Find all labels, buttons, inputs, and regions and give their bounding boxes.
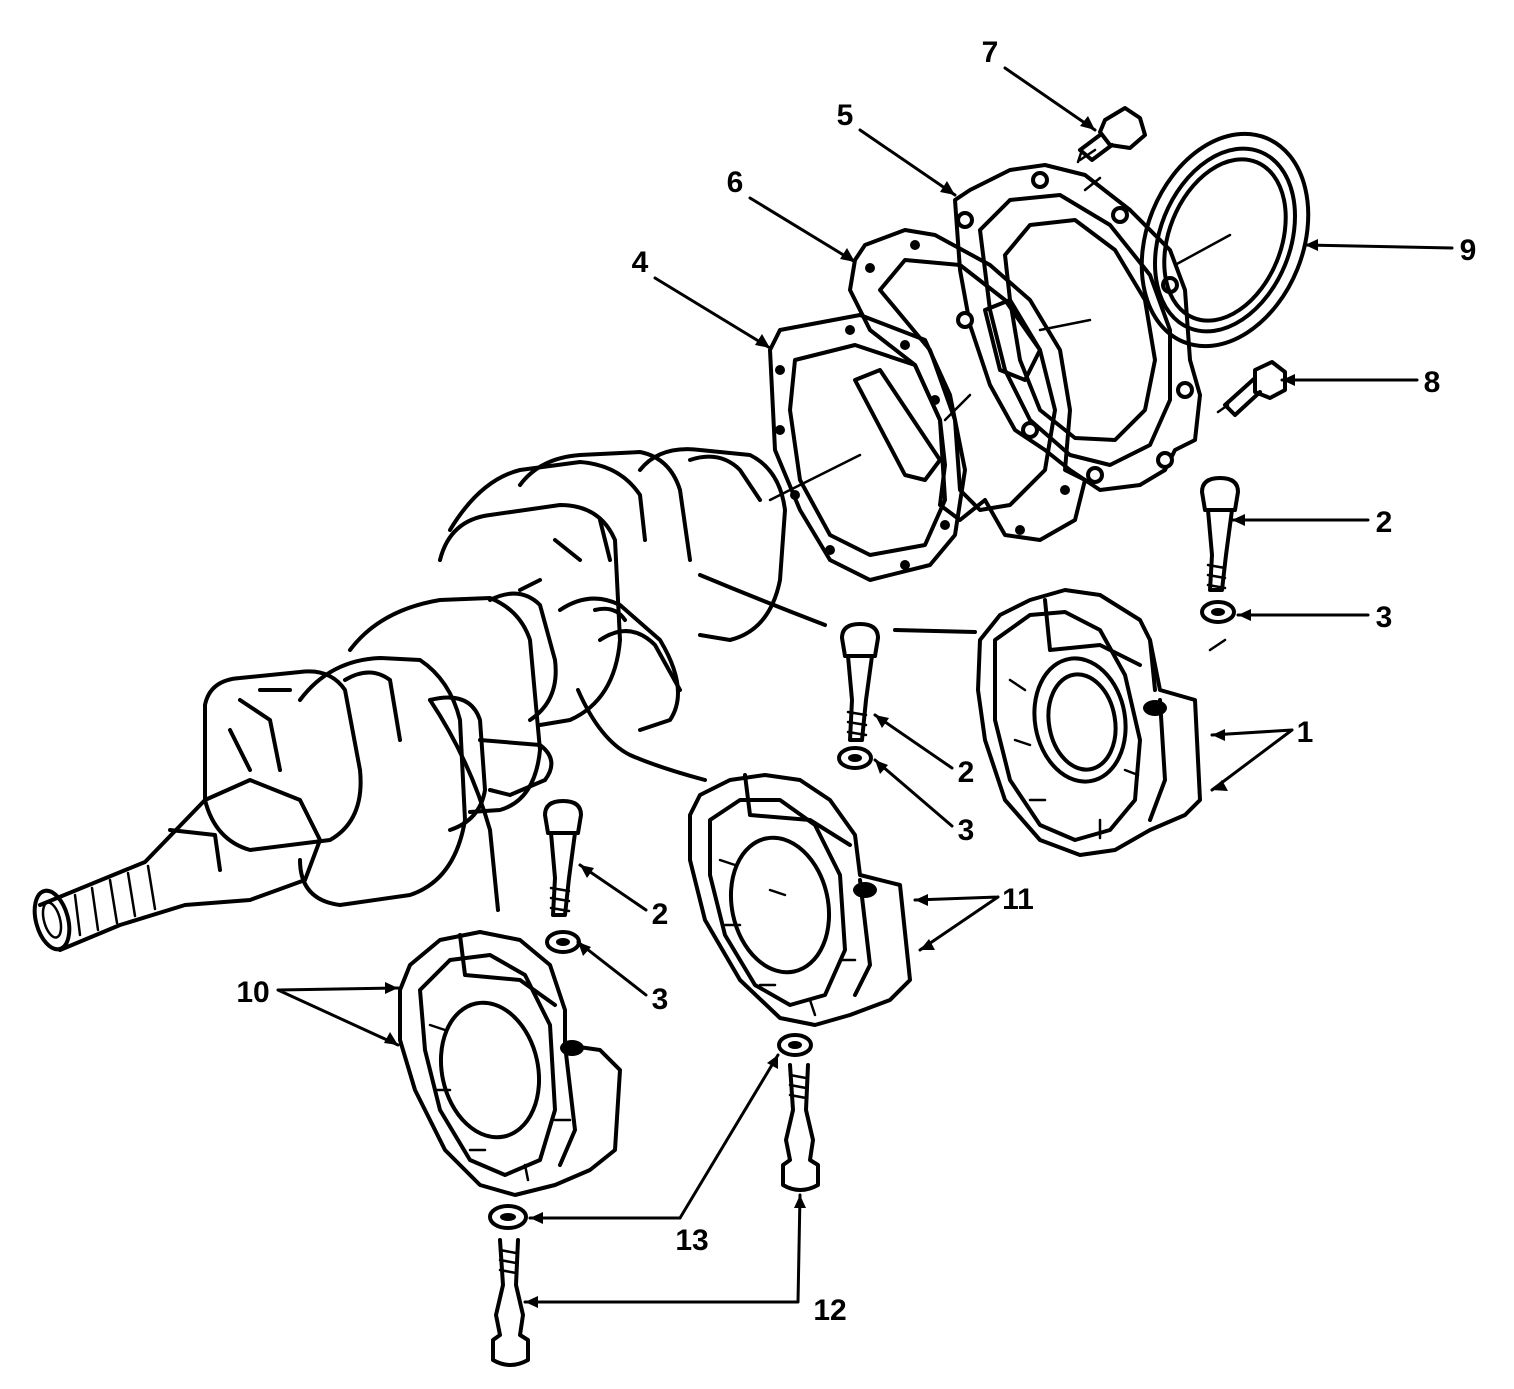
callout-label-c8: 8 <box>1424 366 1441 399</box>
arrowheads <box>384 116 1318 1308</box>
leader-12 <box>523 1193 802 1304</box>
callout-label-c3c: 3 <box>652 983 669 1016</box>
leader-4 <box>653 276 772 350</box>
callout-label-c12: 12 <box>813 1294 846 1327</box>
seal-housing-5 <box>953 148 1202 492</box>
leader-5 <box>858 128 957 197</box>
callout-label-c5: 5 <box>837 99 854 132</box>
leader-2b <box>873 713 954 770</box>
callout-label-c11: 11 <box>1002 883 1034 916</box>
callout-label-c13: 13 <box>675 1224 708 1257</box>
rear-gasket-6 <box>848 228 1087 542</box>
leader-10 <box>276 986 400 1047</box>
bolt-12-right <box>781 1063 820 1192</box>
washer-3-middle <box>837 746 873 770</box>
callout-label-c1: 1 <box>1297 716 1314 749</box>
leader-2c <box>578 863 648 912</box>
callout-label-c3b: 3 <box>958 814 975 847</box>
callout-label-c4: 4 <box>632 246 649 279</box>
bolt-12-left <box>491 1238 530 1367</box>
callout-label-c9: 9 <box>1460 234 1477 267</box>
bolt-2-upper <box>1200 476 1240 592</box>
leader-3c <box>576 940 648 997</box>
leader-1 <box>1210 728 1294 792</box>
callout-label-c2b: 2 <box>958 756 975 789</box>
leader-9 <box>1303 243 1454 250</box>
callout-label-c7: 7 <box>982 36 999 69</box>
oil-seal-9 <box>1139 131 1311 349</box>
leader-7 <box>1003 66 1097 132</box>
crankshaft <box>32 447 787 952</box>
leader-13 <box>528 1053 780 1220</box>
bearing-cap-11 <box>688 773 912 1027</box>
washer-3-upper <box>1200 600 1236 624</box>
leader-3b <box>873 758 954 828</box>
callout-label-c3a: 3 <box>1376 601 1393 634</box>
callout-label-c2a: 2 <box>1376 506 1393 539</box>
bolt-8 <box>1216 360 1287 417</box>
bolt-2-lower <box>543 799 583 917</box>
leader-11 <box>913 895 1000 952</box>
rear-gasket-4 <box>768 313 967 582</box>
bearing-cap-10 <box>398 930 622 1197</box>
alignment-lines <box>428 573 1227 912</box>
leader-6 <box>748 196 857 264</box>
callout-label-c10: 10 <box>236 976 269 1009</box>
bolt-2-middle <box>840 622 880 742</box>
washer-13-left <box>488 1204 528 1230</box>
callout-label-c2c: 2 <box>652 898 669 931</box>
bearing-cap-1 <box>976 588 1202 857</box>
bolt-7 <box>1076 106 1147 164</box>
washer-13-right <box>777 1033 813 1057</box>
washer-3-lower <box>545 930 581 954</box>
callout-label-c6: 6 <box>727 166 744 199</box>
